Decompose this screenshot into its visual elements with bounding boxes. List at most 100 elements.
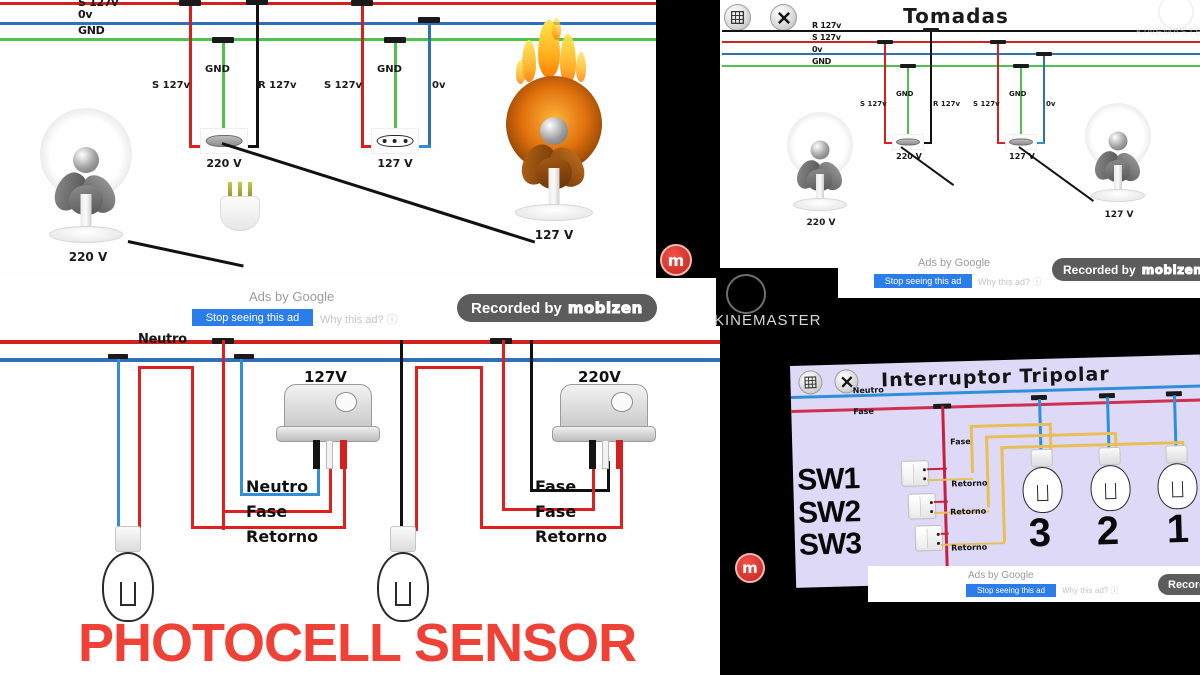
stop-seeing-ad-button[interactable]: Stop seeing this ad bbox=[966, 584, 1056, 597]
drop-label-gnd-right: GND bbox=[1009, 90, 1027, 98]
terminal-cap bbox=[923, 28, 939, 32]
lamp-socket bbox=[1098, 446, 1121, 466]
fan-neck bbox=[80, 194, 92, 230]
drop-wire-gnd-right bbox=[394, 40, 397, 140]
fan-220v bbox=[784, 112, 856, 216]
lamp-socket bbox=[1165, 444, 1188, 464]
lamp-socket bbox=[390, 526, 416, 552]
bus-line-s127 bbox=[0, 2, 656, 5]
bus-line-r127 bbox=[722, 30, 1200, 32]
drop-wire-s127-right bbox=[361, 2, 364, 148]
drop-elbow bbox=[1033, 142, 1045, 144]
ad-bar-panel-d: Ads by Google Stop seeing this ad Why th… bbox=[868, 566, 1200, 602]
retorno-label-sw1: Retorno bbox=[951, 478, 988, 489]
wire-retorno-device1-h bbox=[191, 526, 346, 529]
wire-retorno3-v bbox=[1000, 446, 1006, 543]
why-this-ad-link[interactable]: Why this ad? ⓘ bbox=[1062, 586, 1119, 595]
socket-127v[interactable] bbox=[371, 128, 419, 154]
lamp-filament bbox=[1036, 484, 1049, 502]
socket-220v-label: 220 V bbox=[896, 152, 922, 161]
lamp-2 bbox=[1088, 446, 1132, 518]
why-this-ad-link[interactable]: Why this ad? ⓘ bbox=[320, 314, 398, 326]
kinemaster-watermark: KINEMASTER bbox=[714, 312, 822, 329]
wire-label-retorno-left: Retorno bbox=[246, 527, 319, 546]
close-icon[interactable] bbox=[770, 4, 797, 31]
mobizen-prefix-label: Recorded by bbox=[1168, 578, 1200, 591]
socket-face bbox=[205, 135, 243, 147]
stop-seeing-ad-button[interactable]: Stop seeing this ad bbox=[192, 309, 313, 326]
drop-label-s127-left: S 127v bbox=[860, 100, 887, 108]
photocell-lead-white bbox=[326, 440, 333, 469]
ads-by-google-label: Ads by Google bbox=[918, 257, 991, 269]
bus-label-r127: R 127v bbox=[812, 21, 842, 30]
drop-wire-0v-right bbox=[428, 20, 431, 148]
bus-label-fase: Fase bbox=[853, 406, 875, 417]
ad-bar-panel-b: Ads by Google Stop seeing this ad Why th… bbox=[838, 250, 1200, 298]
photocell-220v[interactable] bbox=[552, 384, 656, 469]
wire-retorno-lamp1 bbox=[138, 366, 141, 531]
terminal-cap bbox=[1036, 52, 1052, 56]
bus-line-neutro bbox=[0, 358, 740, 362]
socket-hole bbox=[382, 139, 387, 143]
socket-face bbox=[1009, 138, 1033, 146]
stop-seeing-ad-button[interactable]: Stop seeing this ad bbox=[874, 274, 972, 288]
drop-elbow bbox=[189, 145, 207, 148]
wire-neutro-lamp1 bbox=[117, 359, 120, 529]
terminal-cap bbox=[490, 338, 512, 344]
bus-label-neutro: Neutro bbox=[138, 332, 187, 347]
fan-220v bbox=[36, 108, 136, 248]
photocell-lens bbox=[334, 391, 358, 413]
panel-b-title: Tomadas bbox=[903, 4, 1009, 28]
wire-retorno1-v bbox=[969, 424, 975, 473]
switch-label-sw3: SW3 bbox=[798, 527, 862, 562]
fan-127v-label: 127 V bbox=[534, 228, 574, 242]
bus-label-gnd: GND bbox=[812, 57, 832, 66]
grid-icon[interactable] bbox=[798, 370, 823, 395]
terminal-cap bbox=[384, 37, 406, 43]
drop-label-gnd-left: GND bbox=[205, 64, 230, 75]
terminal-cap bbox=[108, 354, 128, 359]
switch-sw3[interactable] bbox=[914, 524, 944, 552]
drop-wire-r127-left bbox=[930, 30, 932, 144]
switch-sw1[interactable] bbox=[900, 460, 930, 487]
wire-fase-device1 bbox=[222, 340, 225, 530]
fan-base bbox=[49, 226, 123, 243]
lamp-220v bbox=[375, 526, 431, 636]
socket-220v[interactable] bbox=[892, 134, 924, 150]
kinemaster-watermark: KINEMASTER bbox=[1136, 27, 1200, 38]
wire-fase-device2-h bbox=[502, 508, 594, 511]
socket-face bbox=[376, 135, 414, 147]
switch-terminal bbox=[929, 501, 933, 505]
close-icon[interactable] bbox=[834, 369, 859, 394]
lamp-socket bbox=[1030, 448, 1053, 468]
fan-220v-label: 220 V bbox=[806, 218, 836, 228]
mobizen-recorded-pill-b: Recorded by mobizen bbox=[1052, 258, 1200, 281]
photocell-127v[interactable] bbox=[276, 384, 380, 469]
mobizen-prefix-label: Recorded by bbox=[1063, 262, 1136, 277]
terminal-cap bbox=[900, 64, 916, 68]
fan-hub bbox=[1108, 131, 1128, 151]
mobizen-badge[interactable]: m bbox=[660, 244, 692, 276]
fan-127v bbox=[1082, 103, 1154, 207]
drop-label-0v-right: 0v bbox=[432, 80, 446, 91]
ads-by-google-label: Ads by Google bbox=[249, 289, 335, 304]
bus-line-gnd bbox=[0, 38, 656, 41]
switch-sw2[interactable] bbox=[907, 492, 937, 520]
mobizen-badge[interactable]: m bbox=[735, 553, 765, 583]
drop-label-s127-right: S 127v bbox=[973, 100, 1000, 108]
why-this-ad-link[interactable]: Why this ad? ⓘ bbox=[978, 277, 1042, 287]
wire-retorno-device1-v bbox=[343, 461, 346, 529]
terminal-cap bbox=[234, 354, 254, 359]
lamp-filament bbox=[395, 582, 411, 606]
wire-retorno-lamp1-v bbox=[191, 366, 194, 529]
wire-fase-device1-h bbox=[222, 510, 332, 513]
mobizen-prefix-label: Recorded by bbox=[471, 299, 562, 317]
kinemaster-ring-icon bbox=[726, 274, 766, 314]
drop-label-gnd-left: GND bbox=[896, 90, 914, 98]
switch-terminal bbox=[936, 541, 940, 545]
fan-hub bbox=[810, 140, 830, 160]
socket-220v[interactable] bbox=[200, 128, 248, 154]
wire-fase2-device2-h bbox=[530, 489, 610, 492]
grid-icon[interactable] bbox=[724, 4, 751, 31]
photocell-cap bbox=[284, 384, 372, 429]
